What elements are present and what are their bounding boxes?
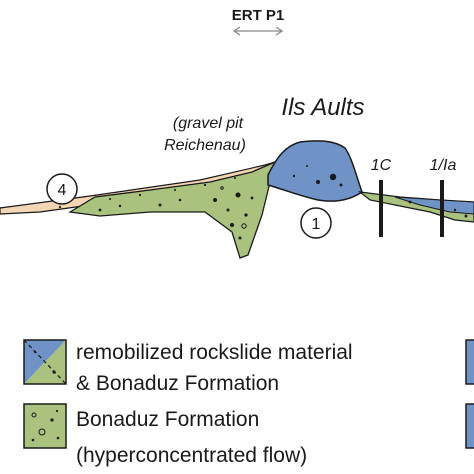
bonaduz-dots (98, 186, 254, 240)
profile-label: ERT P1 (232, 7, 285, 24)
legend-swatch-bonaduz (23, 403, 67, 449)
marker-4: 4 (46, 173, 78, 205)
place-label: Ils Aults (281, 94, 364, 121)
legend-swatch-cropped-1 (465, 339, 474, 385)
gravel-pit-label-line2: Reichenau) (164, 137, 246, 154)
legend-item1-line1: remobilized rockslide material (76, 341, 353, 364)
profile-arrow-icon (232, 26, 284, 36)
legend-item2-line1: Bonaduz Formation (76, 408, 259, 431)
rockslide-dots (292, 165, 343, 187)
gravel-pit-label-line1: (gravel pit (173, 115, 244, 132)
rockslide-hill (267, 140, 363, 202)
gravel-dots (58, 177, 236, 209)
bonaduz-layer-left (68, 160, 276, 259)
legend-item2-line2: (hyperconcentrated flow) (76, 444, 307, 467)
legend-swatch-cropped-2 (465, 403, 474, 449)
right-layer-dots (408, 200, 468, 218)
svg-text:1: 1 (312, 216, 321, 233)
legend-swatch-rockslide (23, 339, 67, 385)
borehole-1c-label: 1C (371, 157, 392, 174)
legend-item1-line2: & Bonaduz Formation (76, 372, 279, 395)
marker-1: 1 (300, 207, 332, 239)
borehole-1ia-label: 1/Ia (430, 157, 457, 174)
svg-text:4: 4 (58, 182, 67, 199)
